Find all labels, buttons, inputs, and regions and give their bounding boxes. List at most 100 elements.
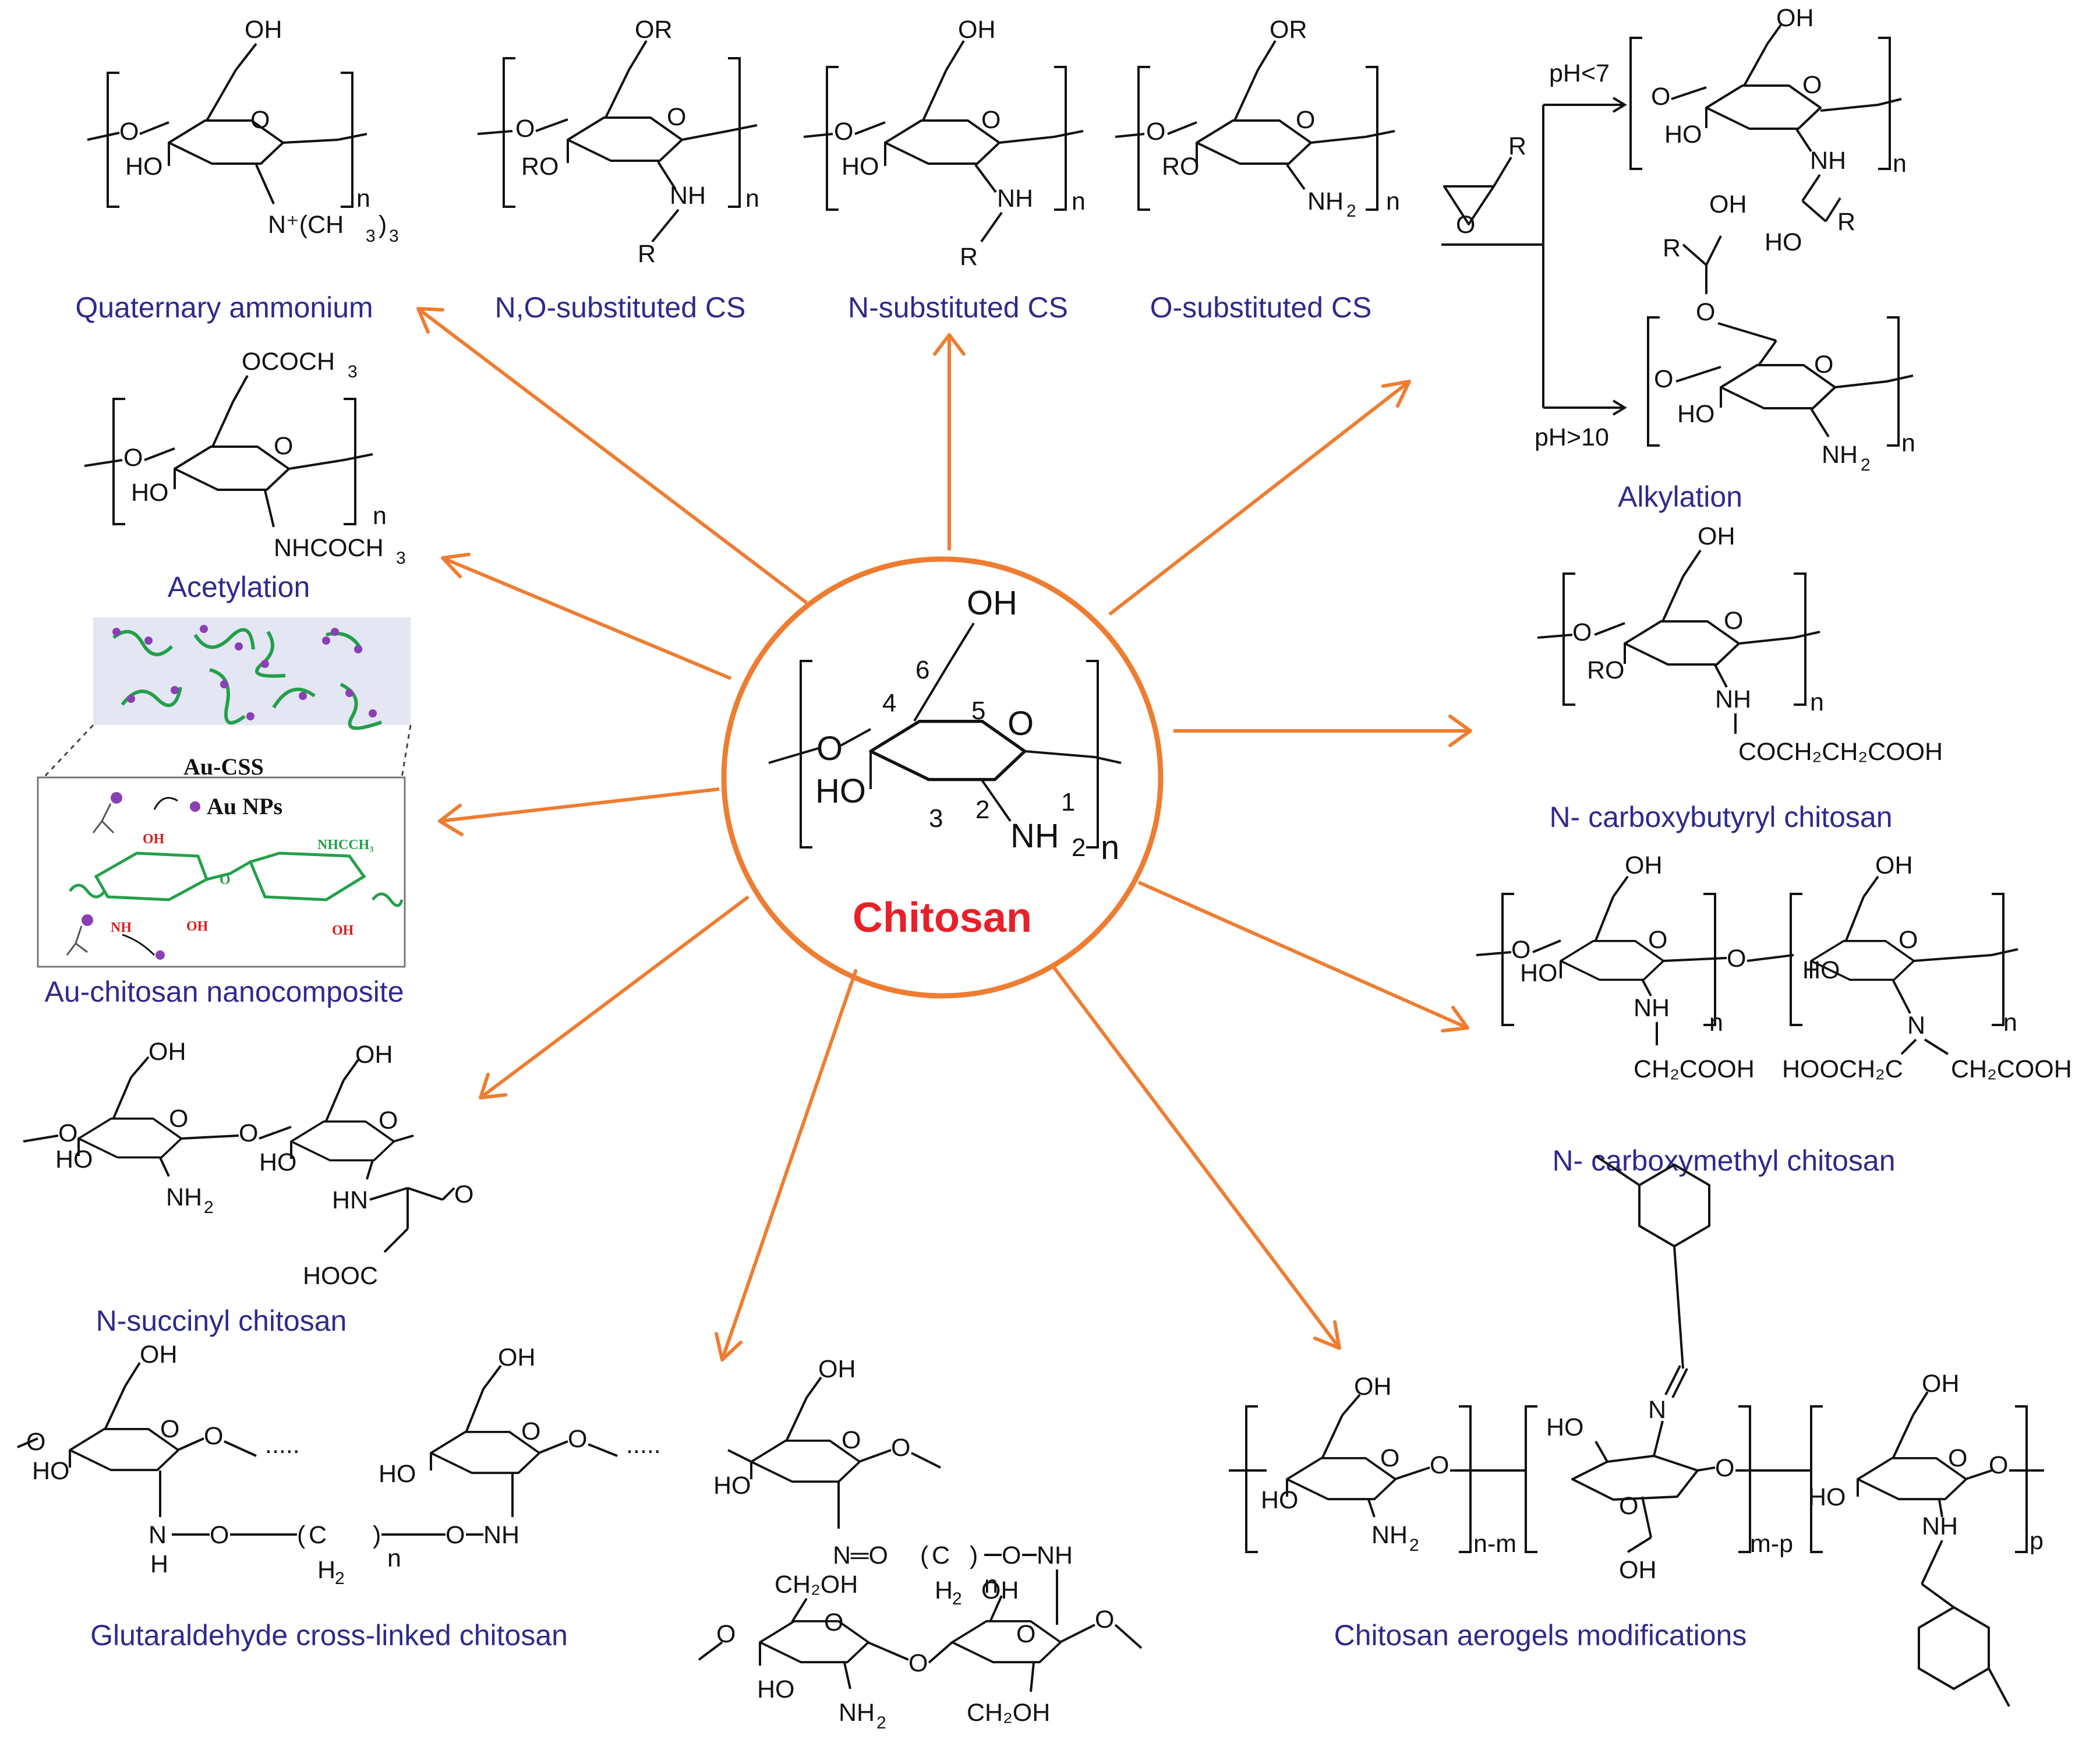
svg-text:O: O (515, 115, 535, 143)
au-nps-label: Au NPs (207, 793, 282, 819)
svg-text:O: O (816, 730, 843, 768)
svg-text:3: 3 (389, 227, 399, 246)
svg-text:O: O (1007, 705, 1034, 743)
glutaraldehyde-structure: O O OH HO O ..... N H O ( C H 2 ) n O NH… (17, 1341, 1143, 1733)
svg-text:n-m: n-m (1473, 1530, 1516, 1558)
svg-text:OH: OH (498, 1344, 536, 1371)
caption-alkylation: Alkylation (1618, 480, 1742, 513)
svg-text:O: O (1648, 926, 1667, 954)
svg-text:NH: NH (166, 1183, 202, 1211)
svg-text:NHCCH₃: NHCCH₃ (317, 837, 374, 853)
svg-text:NH: NH (1810, 147, 1846, 175)
svg-text:HO: HO (379, 1460, 416, 1488)
svg-text:NH: NH (997, 185, 1033, 213)
svg-text:NHCOCH: NHCOCH (274, 534, 384, 562)
svg-text:N═O: N═O (833, 1542, 888, 1569)
svg-text:NH: NH (111, 920, 132, 935)
svg-text:2: 2 (1861, 455, 1871, 475)
svg-text:O: O (446, 1521, 465, 1549)
svg-text:O: O (824, 1608, 843, 1636)
svg-text:O: O (1696, 298, 1715, 326)
svg-text:OR: OR (635, 16, 673, 44)
svg-text:HO: HO (1808, 1483, 1846, 1511)
svg-text:2: 2 (1346, 201, 1356, 221)
caption-n-substituted: N-substituted CS (848, 291, 1068, 324)
arrow-to-quaternary (416, 307, 808, 604)
au-detail-panel (37, 776, 406, 968)
svg-text:O: O (1095, 1606, 1114, 1634)
svg-text:n: n (1810, 688, 1824, 716)
arrow-to-au-nano (438, 787, 720, 836)
svg-text:O: O (1727, 945, 1746, 973)
svg-text:COCH₂CH₂COOH: COCH₂CH₂COOH (1738, 738, 1943, 766)
svg-text:n: n (373, 502, 387, 530)
svg-text:O: O (1002, 1542, 1021, 1569)
svg-text:OR: OR (1270, 16, 1307, 44)
carboxymethyl-structure: O O OH HO NH CH₂COOH n O O OH HO N HOOCH… (1476, 851, 2072, 1083)
svg-text:R: R (960, 243, 978, 271)
svg-text:n: n (1893, 150, 1907, 178)
svg-text:R: R (638, 240, 656, 268)
svg-text:3: 3 (929, 804, 943, 833)
succinyl-structure: O O OH HO NH 2 O O OH HO HN O HOOC (23, 1038, 473, 1290)
svg-text:p: p (2030, 1527, 2044, 1555)
center-nh2: NH (1010, 817, 1059, 855)
svg-text:O: O (58, 1119, 77, 1147)
svg-text:OH: OH (140, 1341, 178, 1369)
svg-text:N: N (1648, 1396, 1666, 1424)
svg-text:H: H (150, 1550, 168, 1578)
svg-text:n: n (387, 1544, 401, 1572)
svg-text:HO: HO (125, 153, 163, 181)
svg-text:O: O (716, 1620, 736, 1648)
svg-text:2: 2 (876, 1713, 886, 1733)
svg-text:C: C (309, 1521, 327, 1549)
svg-text:OH: OH (1776, 4, 1814, 32)
au-particles-panel (93, 617, 411, 725)
svg-text:2: 2 (335, 1569, 345, 1588)
svg-text:O: O (239, 1119, 258, 1147)
svg-text:HO: HO (842, 153, 879, 181)
caption-carboxymethyl: N- carboxymethyl chitosan (1552, 1144, 1895, 1177)
svg-text:HO: HO (55, 1146, 93, 1173)
svg-text:O: O (123, 444, 143, 472)
svg-text:2: 2 (204, 1198, 214, 1217)
svg-text:RO: RO (521, 153, 559, 181)
caption-quaternary: Quaternary ammonium (75, 291, 373, 324)
svg-text:HO: HO (1261, 1486, 1299, 1514)
center-title: Chitosan (853, 895, 1032, 941)
no-substituted-structure: O O OR RO NH R n (477, 16, 759, 268)
svg-text:R: R (1663, 234, 1681, 262)
svg-text:HO: HO (757, 1675, 795, 1703)
svg-text:HO: HO (1765, 228, 1802, 256)
svg-text:HN: HN (332, 1186, 368, 1214)
svg-text:n: n (1901, 429, 1915, 457)
svg-text:NH: NH (1037, 1542, 1073, 1569)
svg-text:O: O (981, 106, 1000, 134)
svg-text:OH: OH (1698, 522, 1735, 550)
svg-text:NH: NH (1307, 188, 1344, 215)
svg-text:O: O (1715, 1454, 1734, 1482)
svg-text:n: n (1709, 1009, 1723, 1037)
svg-text:O: O (250, 106, 270, 134)
svg-text:.....: ..... (626, 1431, 661, 1459)
svg-text:OH: OH (332, 923, 354, 938)
svg-text:R: R (1508, 132, 1526, 160)
svg-text:HO: HO (1520, 959, 1558, 987)
svg-text:OH: OH (1875, 851, 1913, 879)
svg-text:O: O (1146, 118, 1165, 146)
n-substituted-structure: O O OH HO NH R n (803, 16, 1086, 271)
svg-text:N: N (1907, 1012, 1925, 1040)
svg-text:N⁺(CH: N⁺(CH (268, 211, 344, 239)
svg-text:OH: OH (245, 16, 282, 44)
svg-text:H: H (935, 1576, 953, 1604)
svg-text:n: n (984, 1571, 998, 1599)
svg-text:O: O (1654, 365, 1673, 393)
svg-text:HO: HO (1546, 1413, 1584, 1441)
svg-text:n: n (1386, 188, 1400, 215)
svg-text:O: O (1296, 106, 1315, 134)
green-chitosan-rings (69, 851, 404, 907)
svg-text:.....: ..... (265, 1431, 300, 1459)
svg-text:n: n (1072, 188, 1086, 215)
svg-text:OCOCH: OCOCH (242, 348, 335, 376)
caption-au-nano: Au-chitosan nanocomposite (44, 975, 404, 1008)
